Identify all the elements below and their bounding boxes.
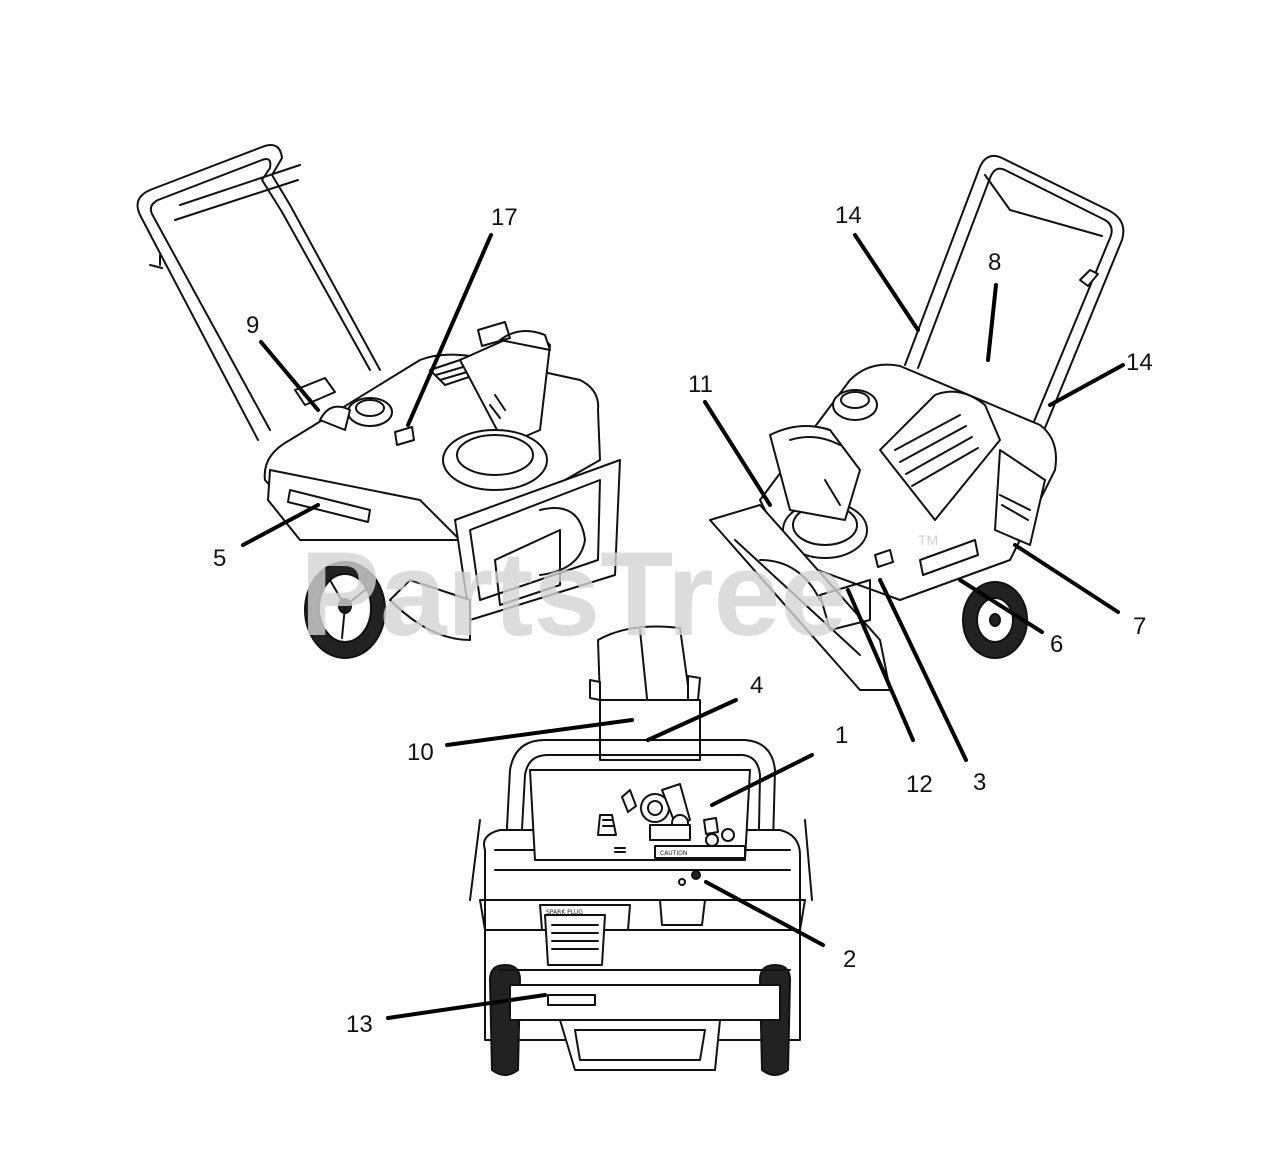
snowblower-rear-view: CAUTION SPARK PLUG xyxy=(469,625,813,1076)
watermark-trademark: TM xyxy=(918,532,938,548)
leader-12 xyxy=(846,588,915,742)
leader-11 xyxy=(703,400,772,507)
leader-17 xyxy=(406,233,493,427)
leader-10 xyxy=(445,718,634,747)
callout-9: 9 xyxy=(246,312,259,339)
leader-13 xyxy=(386,993,547,1020)
callout-4: 4 xyxy=(750,672,763,699)
callout-17: 17 xyxy=(491,204,518,231)
callout-10: 10 xyxy=(407,739,434,766)
leader-1 xyxy=(710,753,814,807)
callout-14-right: 14 xyxy=(1126,349,1153,376)
leader-lines xyxy=(241,233,1125,1020)
leader-4 xyxy=(646,698,738,742)
callout-5: 5 xyxy=(213,545,226,572)
callout-2: 2 xyxy=(843,946,856,973)
leader-8 xyxy=(986,283,998,362)
snowblower-left-view xyxy=(136,144,621,659)
spark-plug-label: SPARK PLUG xyxy=(546,909,583,916)
callout-12: 12 xyxy=(906,771,933,798)
leader-9 xyxy=(259,340,320,412)
callout-7: 7 xyxy=(1133,613,1146,640)
watermark-text: PartsTree xyxy=(300,527,847,661)
callout-13: 13 xyxy=(346,1011,373,1038)
callout-3: 3 xyxy=(973,769,986,796)
leader-5 xyxy=(241,503,320,547)
leader-14b xyxy=(1048,363,1125,407)
callout-14-top: 14 xyxy=(835,202,862,229)
callout-1: 1 xyxy=(835,722,848,749)
leader-14a xyxy=(853,233,920,332)
leader-2 xyxy=(704,880,825,947)
callout-8: 8 xyxy=(988,249,1001,276)
callout-numbers: 17 9 5 14 8 14 11 7 6 3 12 4 10 1 2 13 xyxy=(213,202,1153,1038)
snowblower-right-view xyxy=(709,154,1125,691)
leader-6 xyxy=(958,578,1044,634)
callout-11: 11 xyxy=(688,371,713,398)
leader-7 xyxy=(1013,543,1120,614)
callout-6: 6 xyxy=(1050,631,1063,658)
caution-label: CAUTION xyxy=(660,850,687,857)
leader-3 xyxy=(878,578,968,762)
